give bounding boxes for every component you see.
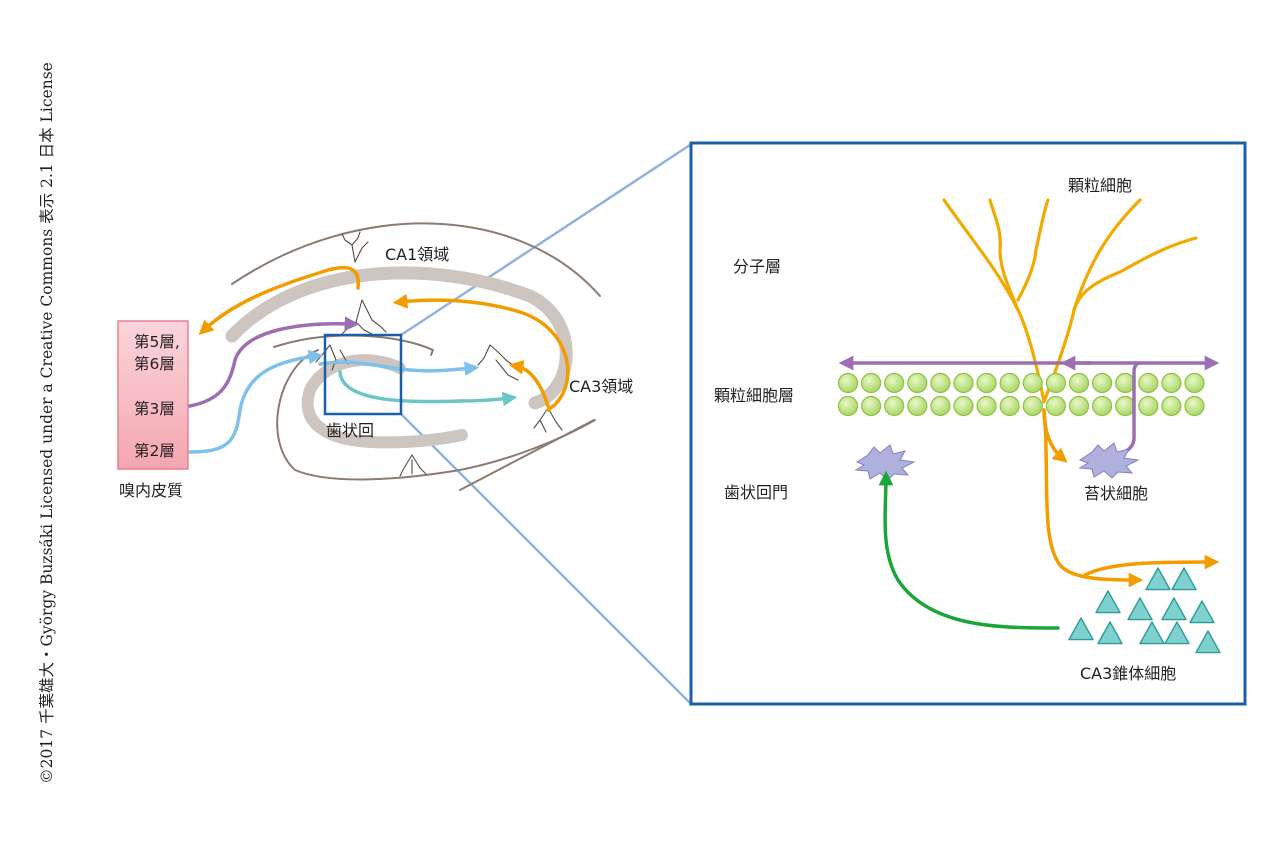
- mossy-fiber-to-ca3-arrow: [1083, 554, 1220, 577]
- ca3-pyramidal-cell: [1095, 590, 1121, 614]
- layer-5-6-label: 第6層: [134, 355, 175, 373]
- layer2-to-dg-arrow: [188, 349, 324, 454]
- granule-cell: [837, 372, 859, 394]
- granule-cell: [884, 395, 905, 417]
- ca3-to-ca1-schaffer-arrow: [392, 293, 570, 412]
- granule-cell: [860, 395, 882, 417]
- granule-cell: [907, 395, 928, 417]
- granule-cell: [1091, 395, 1113, 417]
- ca3-pyramidal-cell: [1164, 621, 1190, 645]
- granule-cell: [1068, 395, 1090, 417]
- granule-cell: [1184, 372, 1205, 394]
- zoom-lines: [400, 143, 691, 704]
- granule-cell: [1091, 372, 1113, 394]
- ca3-pyramidal-cell: [1171, 567, 1197, 591]
- granule-cell-layer-label: 顆粒細胞層: [714, 386, 794, 405]
- ca3-to-mossy-cell-arrow: [878, 470, 1060, 630]
- ca3-pyramidal-cell: [1161, 597, 1187, 621]
- granule-cell: [976, 395, 997, 417]
- granule-cell: [999, 395, 1020, 417]
- granule-cell-layer: [837, 372, 1205, 417]
- dg-mossy-fiber-teal-arrow: [338, 370, 518, 407]
- layer2-to-ca3-arrow: [318, 360, 480, 376]
- ca3-pyramidal-cell-cluster: [1068, 567, 1221, 654]
- granule-cell: [1045, 395, 1067, 417]
- ca1-to-ec-output-arrow: [198, 266, 361, 335]
- granule-cell: [1138, 372, 1159, 394]
- granule-cell: [1045, 372, 1067, 394]
- granule-cell: [930, 372, 951, 394]
- granule-cell: [1022, 372, 1043, 394]
- entorhinal-cortex-label: 嗅内皮質: [119, 481, 183, 500]
- ca3-pyramidal-cell: [1068, 617, 1094, 641]
- granule-cell: [860, 372, 882, 394]
- ca3-pyramidal-cell: [1139, 621, 1165, 645]
- layer-5-6-label: 第5層,: [134, 333, 180, 351]
- ca3-neuron-dendrites: [477, 344, 563, 433]
- granule-cell: [1068, 372, 1090, 394]
- ca3-region-label: CA3領域: [569, 377, 633, 396]
- ca3-pyramidal-cell: [1097, 621, 1123, 645]
- ca3-pyramidal-cell: [1145, 567, 1171, 591]
- dentate-gyrus-zoom-box: [323, 333, 403, 416]
- hilus-label: 歯状回門: [724, 483, 788, 502]
- granule-cell: [1138, 395, 1159, 417]
- molecular-layer-label: 分子層: [733, 257, 781, 276]
- granule-cell: [1115, 395, 1136, 417]
- layer-2-label: 第2層: [134, 442, 175, 460]
- layer-3-label: 第3層: [134, 400, 175, 418]
- granule-cell: [953, 395, 974, 417]
- granule-cell: [976, 372, 997, 394]
- hilus-mossy-cell-left: [854, 444, 916, 481]
- ca3-pyramidal-cell: [1195, 630, 1221, 654]
- layer3-to-ca1-arrow: [188, 316, 360, 408]
- ca3-pyramidal-cells-label: CA3錐体細胞: [1080, 664, 1176, 683]
- granule-cell: [884, 372, 905, 394]
- granule-cell: [837, 395, 859, 417]
- granule-cell: [1184, 395, 1205, 417]
- dg-neuron-dendrites: [399, 454, 427, 477]
- ca1-region-label: CA1領域: [385, 245, 449, 264]
- granule-cell: [1022, 395, 1043, 417]
- ca3-pyramidal-cell: [1127, 597, 1153, 621]
- mossy-fiber-axon: [1042, 408, 1144, 588]
- mossy-cell-right: [1078, 442, 1140, 479]
- ca1-neuron-dendrites: [315, 231, 387, 371]
- entorhinal-cortex-box: [117, 320, 189, 470]
- granule-cell: [907, 372, 928, 394]
- copyright-text: ©2017 千葉雄大・György Buzsáki Licensed under…: [38, 62, 56, 784]
- granule-cell: [930, 395, 951, 417]
- detail-panel-frame: [689, 141, 1247, 706]
- granule-cell-label: 顆粒細胞: [1068, 176, 1132, 195]
- mossy-cell-label: 苔状細胞: [1084, 484, 1148, 503]
- granule-cell: [1115, 372, 1136, 394]
- dentate-gyrus-label: 歯状回: [326, 421, 374, 440]
- granule-cell: [1161, 372, 1182, 394]
- granule-cell: [1161, 395, 1182, 417]
- granule-cell: [999, 372, 1020, 394]
- dg-to-ca3-mossy-fiber-arrow: [508, 359, 550, 408]
- hippocampus-cell-band: [225, 266, 573, 449]
- ca3-pyramidal-cell: [1189, 600, 1215, 624]
- granule-cell: [953, 372, 974, 394]
